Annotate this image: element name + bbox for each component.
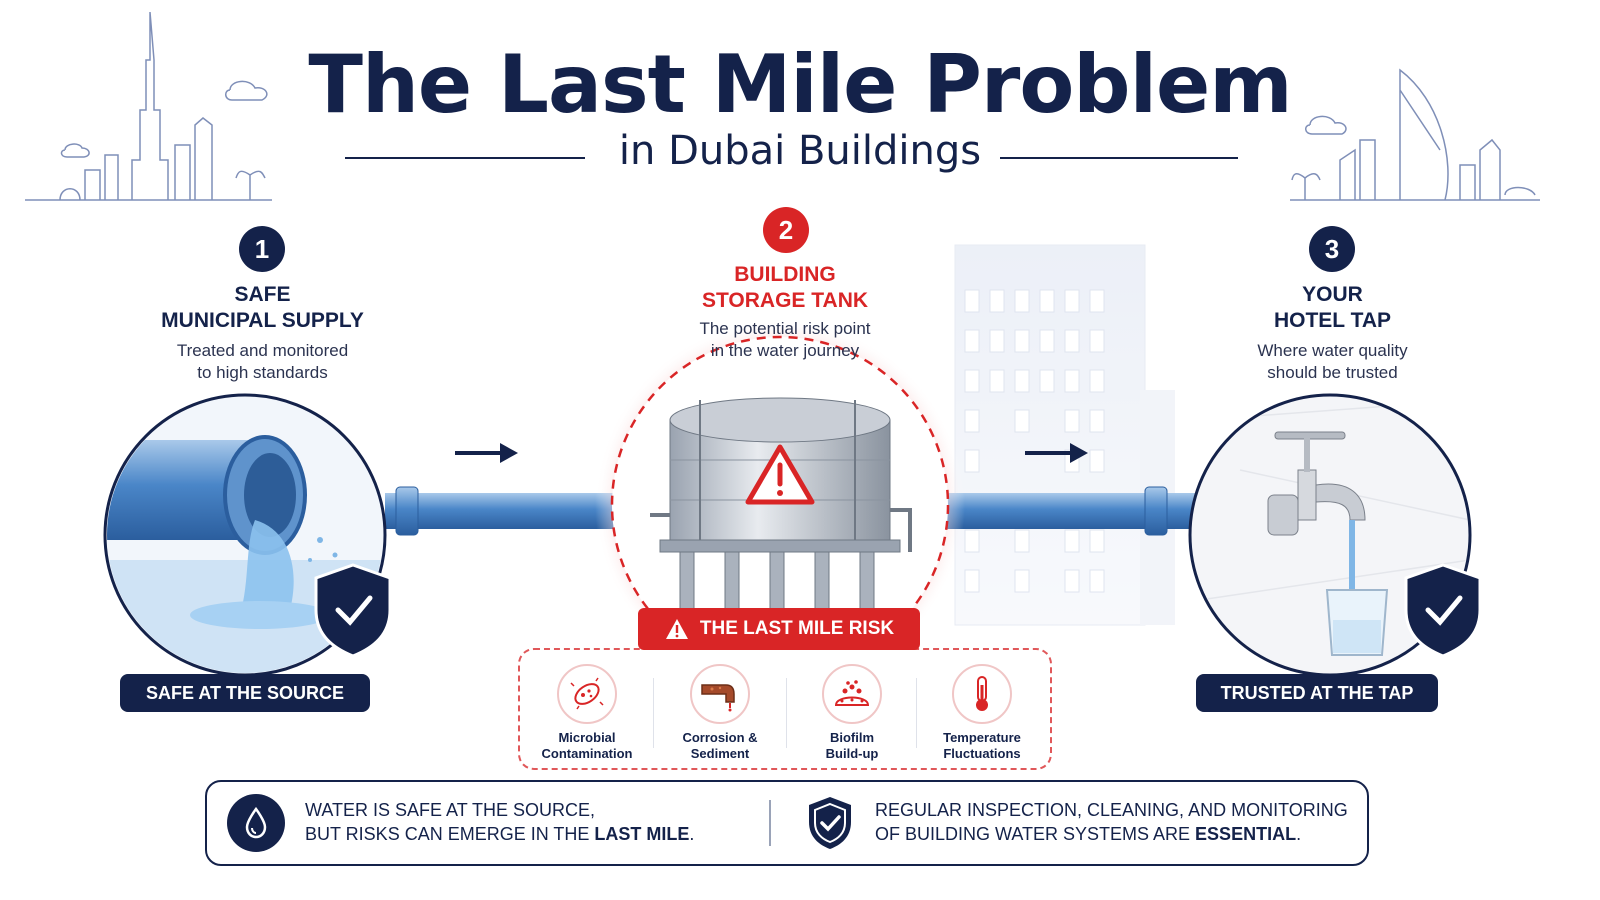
step-3-description: Where water quality should be trusted [1180,340,1485,384]
summary-left-line2: BUT RISKS CAN EMERGE IN THE LAST MILE. [305,822,694,846]
summary-right-period: . [1296,824,1302,844]
summary-left-text: WATER IS SAFE AT THE SOURCE, BUT RISKS C… [305,798,694,846]
summary-left-period: . [689,824,695,844]
summary-right-text: REGULAR INSPECTION, CLEANING, AND MONITO… [875,798,1348,846]
water-drop-icon [227,794,285,852]
step-3-desc-line1: Where water quality [1257,341,1408,360]
step-2-title-line2: STORAGE TANK [701,289,869,312]
summary-right-line2: OF BUILDING WATER SYSTEMS ARE ESSENTIAL. [875,822,1348,846]
step-2-description: The potential risk point in the water jo… [630,318,940,362]
step-3-title: YOUR HOTEL TAP [1180,282,1485,334]
flow-arrow-icon [455,443,1088,463]
risk-label-line1: Temperature [943,730,1021,745]
step-2-title: BUILDING STORAGE TANK [630,262,940,314]
summary-panel: WATER IS SAFE AT THE SOURCE, BUT RISKS C… [205,780,1369,866]
risk-item-corrosion: Corrosion &Sediment [655,650,785,770]
risk-divider [653,678,654,748]
safe-at-source-badge: SAFE AT THE SOURCE [120,674,370,712]
step-3-title-line1: YOUR [1302,283,1363,306]
warning-icon [665,619,688,639]
step-1-title: SAFE MUNICIPAL SUPPLY [100,282,425,334]
step-3-number: 3 [1309,226,1355,272]
step-1-desc-line2: to high standards [197,363,328,382]
summary-left-line2-text: BUT RISKS CAN EMERGE IN THE [305,824,595,844]
corroded-pipe-icon [690,664,750,724]
risk-label-line1: Corrosion & [682,730,758,745]
risk-divider [916,678,917,748]
right-skyline-icon [1290,68,1540,201]
risk-label-line1: Biofilm [829,730,875,745]
microbe-icon [557,664,617,724]
thermometer-icon [952,664,1012,724]
step-3-title-line2: HOTEL TAP [1273,309,1392,332]
biofilm-icon [822,664,882,724]
risk-label-line2: Fluctuations [943,746,1021,761]
page-subtitle: in Dubai Buildings [618,128,982,174]
page-title: The Last Mile Problem [308,38,1292,131]
trusted-at-tap-badge: TRUSTED AT THE TAP [1196,674,1438,712]
risk-label-line2: Contamination [541,746,633,761]
step-3-desc-line2: should be trusted [1267,363,1398,382]
last-mile-risk-banner: THE LAST MILE RISK [638,608,920,650]
summary-right-emphasis: ESSENTIAL [1195,824,1297,844]
summary-left-line1: WATER IS SAFE AT THE SOURCE, [305,800,596,820]
step-1-number: 1 [239,226,285,272]
shield-check-icon [1404,563,1482,658]
risk-label-line1: Microbial [558,730,616,745]
step-2-desc-line1: The potential risk point [699,319,871,338]
warning-triangle-icon [745,444,815,505]
step-2-desc-line2: in the water journey [710,341,860,360]
summary-divider [769,800,771,846]
water-pipe-icon [385,486,1195,536]
risk-divider [786,678,787,748]
summary-right-line2-text: OF BUILDING WATER SYSTEMS ARE [875,824,1196,844]
step-1-description: Treated and monitored to high standards [100,340,425,384]
shield-check-icon [805,794,855,852]
subtitle-divider-left [345,157,585,159]
subtitle-divider-right [1000,157,1238,159]
background-building-icon [954,244,1175,626]
left-skyline-icon [25,11,272,201]
summary-right-line1: REGULAR INSPECTION, CLEANING, AND MONITO… [875,800,1348,820]
risk-label-line2: Build-up [825,746,879,761]
step-2-title-line1: BUILDING [734,263,836,286]
storage-tank-icon [650,397,912,613]
step-1-desc-line1: Treated and monitored [176,341,349,360]
last-mile-risk-label: THE LAST MILE RISK [699,618,895,639]
summary-left-emphasis: LAST MILE [594,824,690,844]
step-2-number: 2 [763,207,809,253]
risk-label-line2: Sediment [690,746,750,761]
step-1-title-line1: SAFE [234,283,291,306]
step-1-title-line2: MUNICIPAL SUPPLY [161,309,364,332]
shield-check-icon [314,563,392,658]
